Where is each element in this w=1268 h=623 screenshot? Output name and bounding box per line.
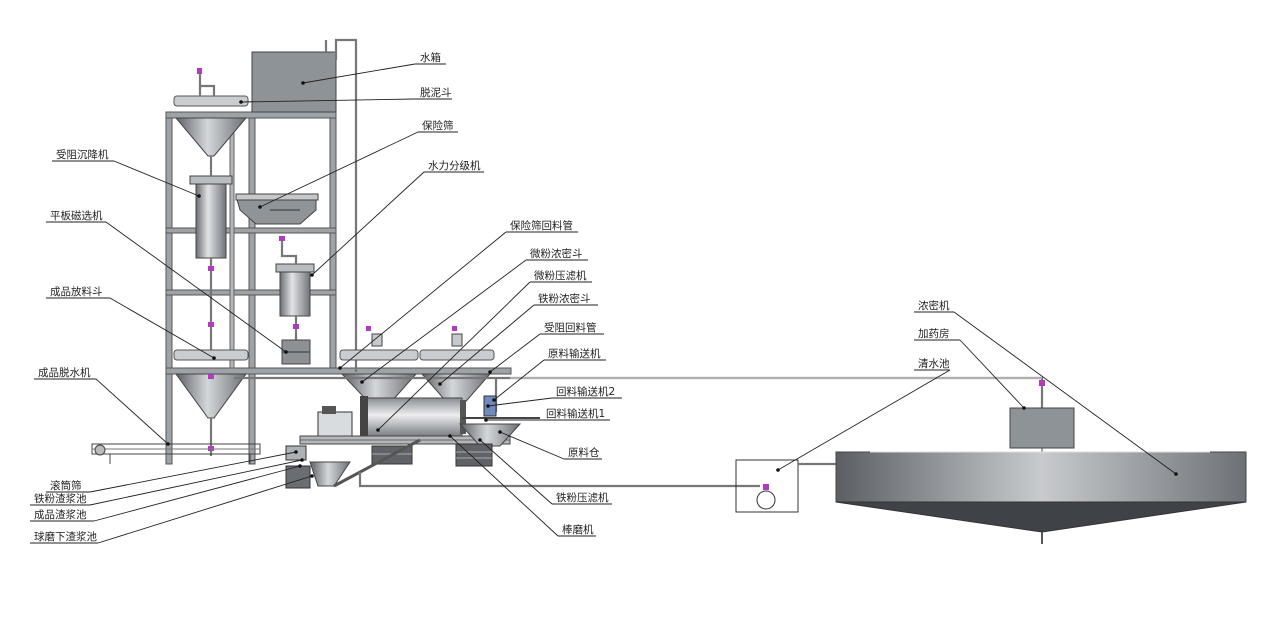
water-tank [251, 38, 358, 372]
label-text: 原料仓 [568, 446, 600, 459]
label-flat-magnetic-conveyor: 平板磁选机 [46, 209, 288, 354]
label-text: 平板磁选机 [50, 209, 103, 222]
safety-screen [235, 193, 319, 225]
label-text: 保险筛 [422, 119, 454, 132]
label-dosing-room: 加药房 [914, 327, 1026, 410]
dosing-room [1009, 407, 1075, 452]
label-text: 棒磨机 [562, 523, 594, 536]
label-hydraulic-classifier: 水力分级机 [310, 159, 484, 277]
label-desliming-hopper: 脱泥斗 [239, 86, 452, 104]
label-iron-powder-filter-press: 铁粉压滤机 [478, 438, 612, 505]
desliming-hopper [173, 68, 249, 157]
label-finished-dewatering-machine: 成品脱水机 [34, 366, 170, 446]
label-text: 成品放料斗 [50, 285, 103, 298]
label-fine-powder-filter-press: 微粉压滤机 [376, 269, 592, 432]
label-text: 微粉浓密斗 [530, 247, 583, 260]
thickener [835, 451, 1247, 544]
iron-powder-filter-press [455, 443, 493, 467]
label-drum-screen: 滚筒筛 [46, 450, 298, 493]
label-hindered-return-pipe: 受阻回料管 [488, 321, 604, 374]
label-text: 清水池 [918, 357, 950, 370]
label-safety-screen: 保险筛 [258, 119, 458, 209]
label-text: 回料输送机2 [556, 385, 615, 398]
label-text: 球磨下渣浆池 [34, 530, 97, 543]
label-return-conveyor-1: 回料输送机1 [484, 407, 610, 422]
label-thickener: 浓密机 [914, 299, 1178, 476]
label-water-tank: 水箱 [301, 51, 446, 85]
label-text: 微粉压滤机 [534, 269, 587, 282]
bottom-return-pipe [358, 472, 760, 488]
label-return-conveyor-2: 回料输送机2 [486, 385, 622, 408]
label-raw-material-bin: 原料仓 [498, 430, 602, 460]
iron-powder-thickening-hopper [419, 326, 495, 409]
label-rod-mill: 棒磨机 [448, 434, 596, 537]
label-text: 保险筛回料管 [510, 219, 573, 232]
label-text: 水力分级机 [428, 159, 481, 172]
finished-discharge-hopper [173, 349, 249, 456]
label-text: 水箱 [420, 51, 441, 64]
label-hindered-settler: 受阻沉降机 [52, 148, 201, 198]
label-text: 浓密机 [918, 299, 950, 312]
label-text: 铁粉浓密斗 [538, 292, 591, 305]
label-text: 受阻回料管 [544, 321, 597, 334]
label-text: 回料输送机1 [546, 407, 605, 420]
flat-magnetic-conveyor [281, 339, 311, 365]
label-text: 脱泥斗 [420, 86, 452, 99]
label-ball-mill-slurry-pool: 球磨下渣浆池 [30, 474, 314, 544]
label-raw-material-conveyor: 原料输送机 [492, 347, 606, 402]
label-text: 铁粉渣浆池 [34, 492, 87, 505]
label-finished-discharge-hopper: 成品放料斗 [46, 285, 216, 360]
hydraulic-classifier [275, 236, 315, 342]
label-text: 铁粉压滤机 [556, 491, 609, 504]
rod-mill [299, 396, 511, 445]
label-finished-slurry-pool: 成品渣浆池 [30, 464, 302, 522]
label-text: 成品脱水机 [38, 366, 91, 379]
raw-material-bin [458, 423, 522, 447]
label-iron-powder-thickening-hopper: 铁粉浓密斗 [438, 292, 598, 386]
raw-material-conveyor [510, 376, 1045, 408]
hindered-settler [189, 156, 233, 350]
label-iron-powder-slurry-pool: 铁粉渣浆池 [30, 458, 304, 506]
label-safety-screen-return-pipe: 保险筛回料管 [338, 219, 578, 370]
label-text: 受阻沉降机 [56, 148, 109, 161]
label-clear-water-pool: 清水池 [776, 357, 951, 472]
label-text: 加药房 [918, 327, 950, 340]
label-text: 原料输送机 [548, 347, 601, 360]
label-text: 滚筒筛 [50, 479, 82, 492]
finished-dewatering-machine [91, 443, 261, 464]
label-fine-powder-thickening-hopper: 微粉浓密斗 [360, 247, 588, 384]
ball-mill-slurry-pool [285, 438, 421, 489]
label-text: 成品渣浆池 [34, 508, 87, 521]
clear-water-pool [735, 459, 836, 513]
